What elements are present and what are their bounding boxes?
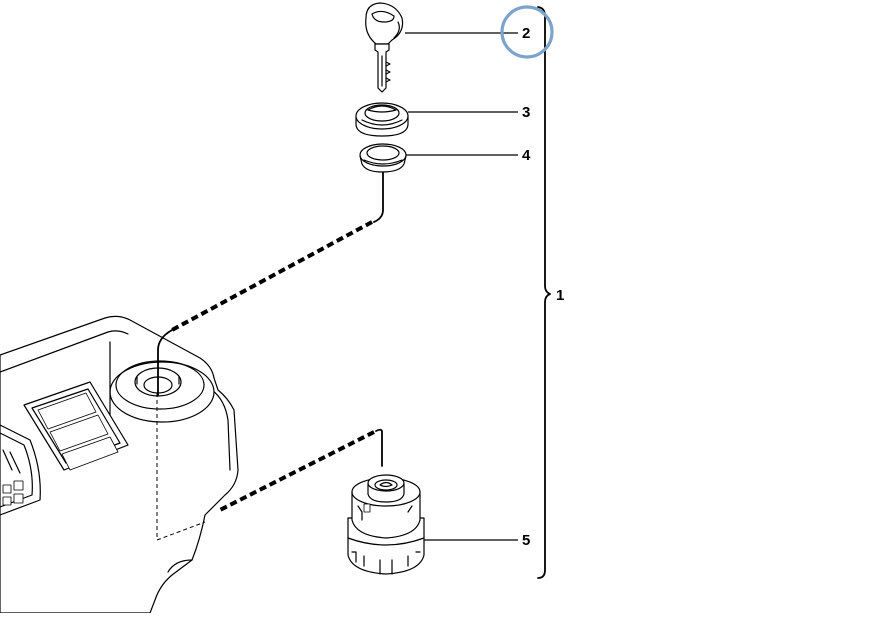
ignition-switch	[347, 474, 425, 575]
switch-bezel	[355, 102, 409, 137]
dashboard-console	[0, 315, 239, 614]
highlight-circle	[500, 5, 554, 59]
leader-lines	[405, 32, 518, 541]
rocker-switch-panel	[23, 381, 129, 471]
ignition-key	[365, 2, 404, 93]
retaining-ring	[359, 143, 407, 173]
assembly-path-upper	[157, 171, 384, 396]
callout-2-label: 2	[522, 25, 530, 42]
assembly-path-lower	[219, 428, 383, 512]
callout-4-label: 4	[522, 147, 531, 164]
callout-1-label: 1	[556, 287, 564, 304]
instrument-cluster	[0, 424, 41, 516]
assembly-bracket	[537, 6, 551, 579]
switch-boss	[109, 360, 215, 423]
callout-5-label: 5	[522, 532, 530, 549]
callout-3-label: 3	[522, 104, 530, 121]
